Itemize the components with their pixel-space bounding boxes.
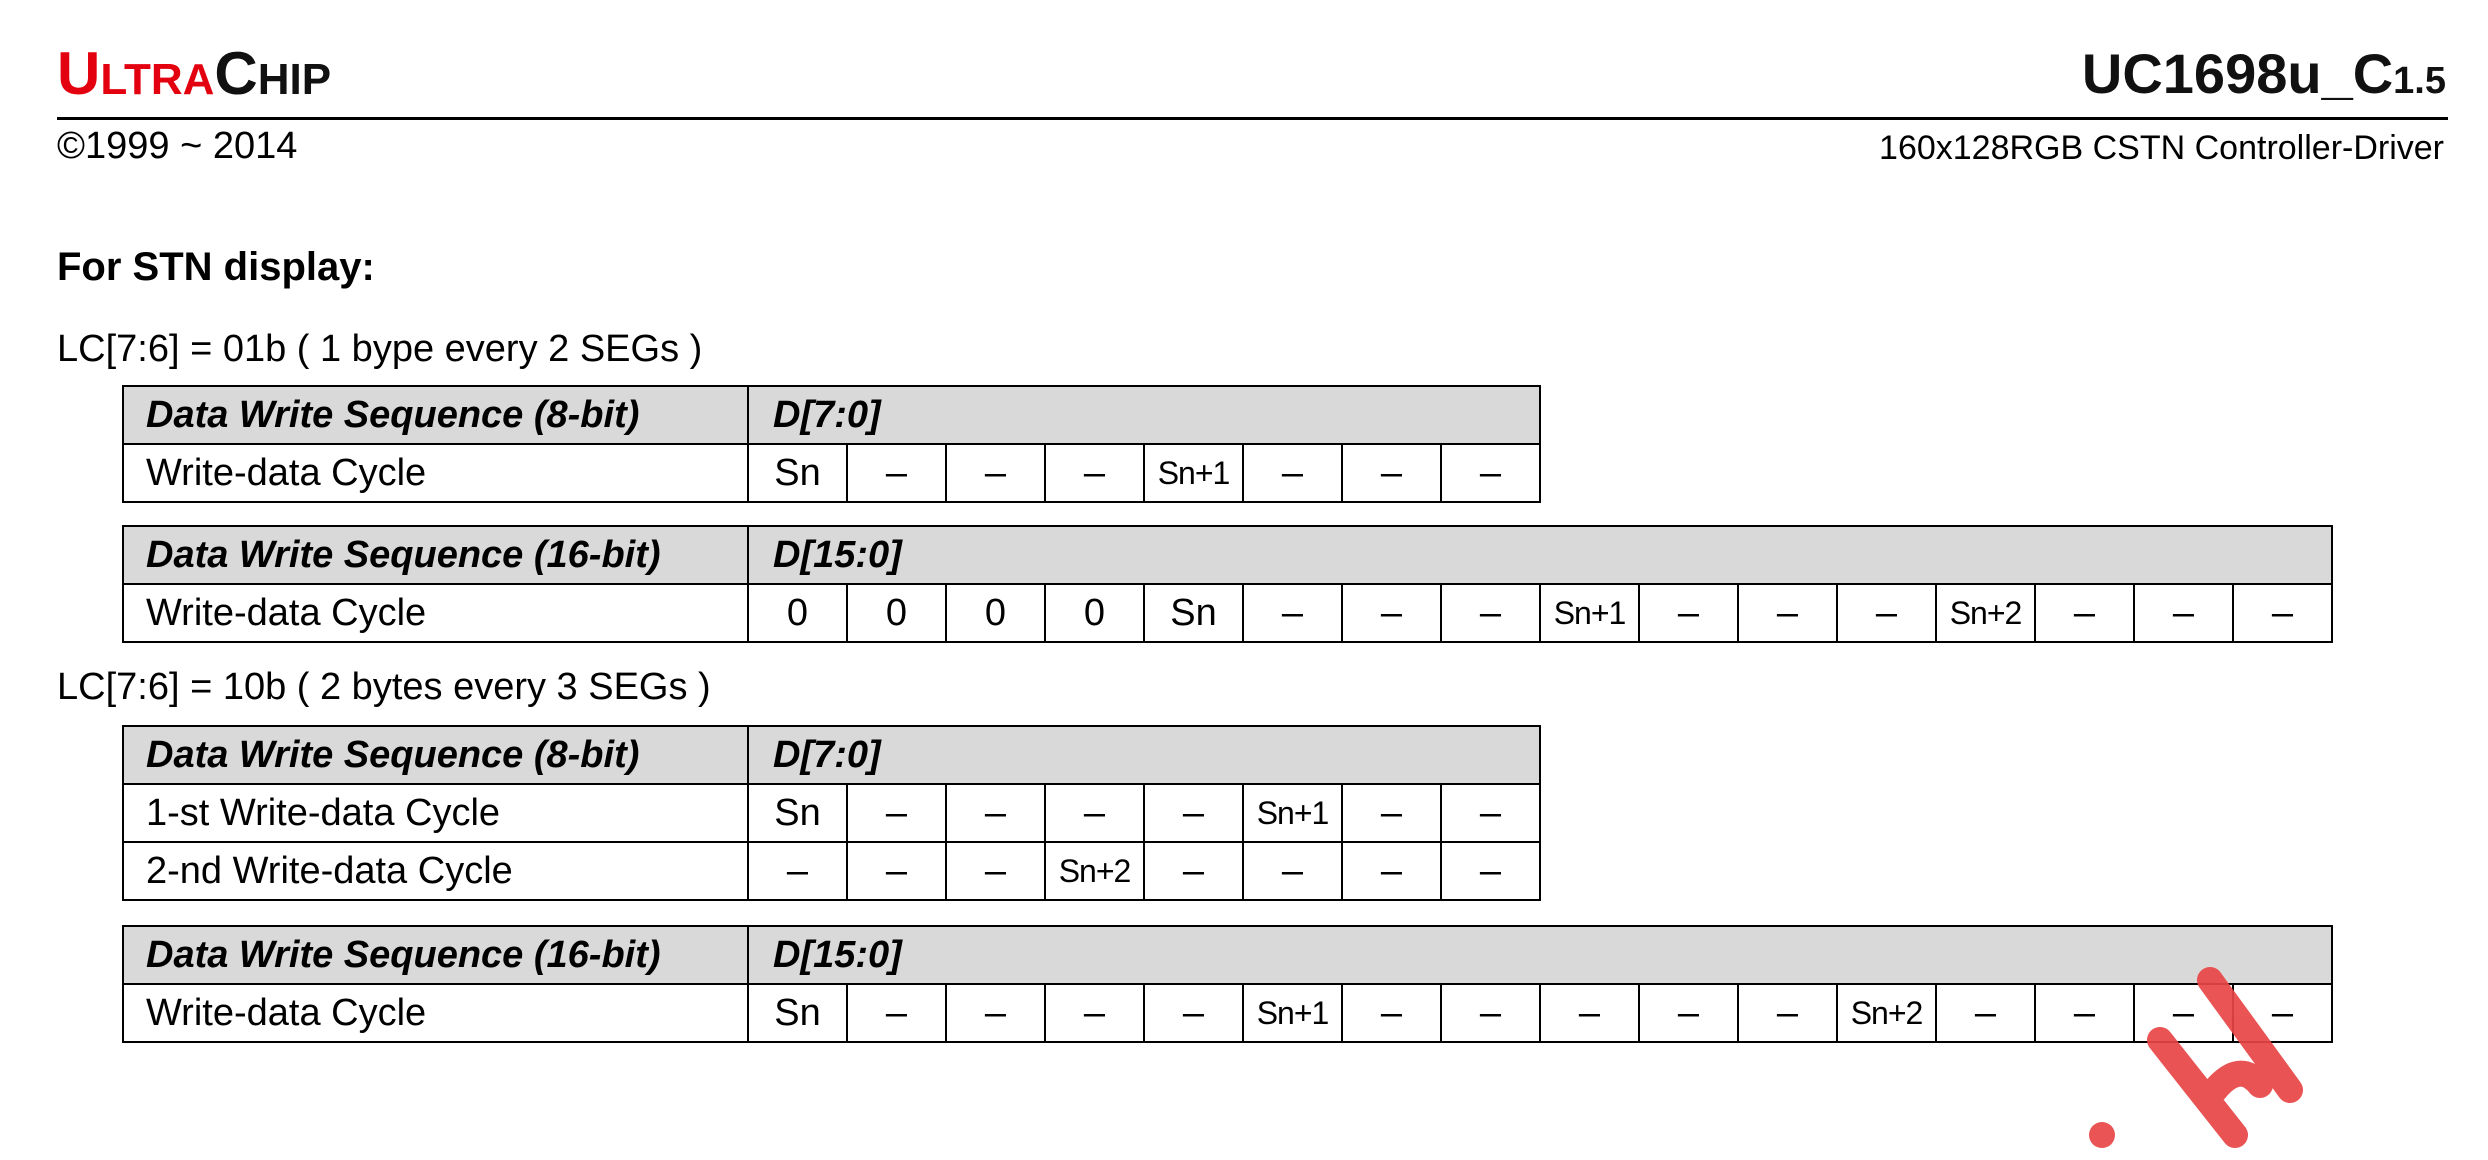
table-header-bits: D[15:0] — [747, 925, 2333, 985]
bit-cell: – — [945, 841, 1046, 901]
table-header-name: Data Write Sequence (16-bit) — [122, 525, 749, 585]
section-title: For STN display: — [57, 245, 375, 289]
table-header-bits: D[7:0] — [747, 385, 1541, 445]
bit-cell: Sn+2 — [1044, 841, 1145, 901]
bit-cell: – — [1242, 583, 1343, 643]
bit-cell: – — [1044, 443, 1145, 503]
bit-cell: – — [1242, 443, 1343, 503]
table-10b-16bit: Data Write Sequence (16-bit) D[15:0] Wri… — [122, 925, 2333, 1043]
bit-cell: – — [1440, 841, 1541, 901]
row-name: Write-data Cycle — [122, 583, 749, 643]
lc-label-01b: LC[7:6] = 01b ( 1 bype every 2 SEGs ) — [57, 328, 703, 370]
doc-subtitle: 160x128RGB CSTN Controller-Driver — [1879, 129, 2444, 167]
bit-cell: Sn — [747, 983, 848, 1043]
bit-cell: Sn+2 — [1836, 983, 1937, 1043]
bit-cell: – — [2232, 583, 2333, 643]
table-row: 2-nd Write-data Cycle – – – Sn+2 – – – – — [122, 841, 1541, 901]
bit-cell: – — [1737, 983, 1838, 1043]
logo-letters-hip: HIP — [257, 55, 332, 104]
bit-cell: 0 — [945, 583, 1046, 643]
bit-cell: 0 — [1044, 583, 1145, 643]
bit-cell: Sn+1 — [1539, 583, 1640, 643]
copyright-text: ©1999 ~ 2014 — [57, 125, 298, 167]
bit-cell: – — [1341, 841, 1442, 901]
table-header-row: Data Write Sequence (8-bit) D[7:0] — [122, 385, 1541, 445]
table-header-row: Data Write Sequence (8-bit) D[7:0] — [122, 725, 1541, 785]
bit-cell: – — [1143, 841, 1244, 901]
table-header-name: Data Write Sequence (8-bit) — [122, 725, 749, 785]
bit-cell: – — [1539, 983, 1640, 1043]
ultrachip-logo: ULTRACHIP — [57, 44, 331, 104]
bit-cell: – — [1341, 583, 1442, 643]
table-header-row: Data Write Sequence (16-bit) D[15:0] — [122, 925, 2333, 985]
bit-cell: – — [2133, 583, 2234, 643]
table-row: Write-data Cycle 0 0 0 0 Sn – – – Sn+1 –… — [122, 583, 2333, 643]
bit-cell: – — [1935, 983, 2036, 1043]
bit-cell: – — [1341, 983, 1442, 1043]
bit-cell: Sn+1 — [1242, 783, 1343, 843]
table-row: 1-st Write-data Cycle Sn – – – – Sn+1 – … — [122, 783, 1541, 843]
row-name: Write-data Cycle — [122, 983, 749, 1043]
bit-cell: – — [846, 983, 947, 1043]
bit-cell: – — [1143, 983, 1244, 1043]
doc-title-main: UC1698u_C — [2081, 42, 2394, 105]
bit-cell: Sn+2 — [1935, 583, 2036, 643]
table-header-bits: D[7:0] — [747, 725, 1541, 785]
bit-cell: – — [1836, 583, 1937, 643]
bit-cell: – — [846, 443, 947, 503]
bit-cell: Sn — [1143, 583, 1244, 643]
bit-cell: Sn+1 — [1143, 443, 1244, 503]
bit-cell: – — [1044, 783, 1145, 843]
bit-cell: – — [1737, 583, 1838, 643]
table-01b-16bit: Data Write Sequence (16-bit) D[15:0] Wri… — [122, 525, 2333, 643]
bit-cell: – — [945, 443, 1046, 503]
row-name: 2-nd Write-data Cycle — [122, 841, 749, 901]
bit-cell: – — [1143, 783, 1244, 843]
bit-cell: – — [1044, 983, 1145, 1043]
bit-cell: – — [1440, 983, 1541, 1043]
logo-letter-c: C — [214, 40, 258, 107]
bit-cell: – — [1440, 783, 1541, 843]
bit-cell: – — [2034, 583, 2135, 643]
bit-cell: Sn+1 — [1242, 983, 1343, 1043]
table-header-name: Data Write Sequence (8-bit) — [122, 385, 749, 445]
table-header-row: Data Write Sequence (16-bit) D[15:0] — [122, 525, 2333, 585]
bit-cell: – — [1638, 583, 1739, 643]
row-name: Write-data Cycle — [122, 443, 749, 503]
bit-cell: – — [2232, 983, 2333, 1043]
bit-cell: – — [2034, 983, 2135, 1043]
logo-letter-u: U — [57, 40, 101, 107]
doc-title: UC1698u_C1.5 — [2082, 46, 2446, 102]
bit-cell: – — [846, 783, 947, 843]
bit-cell: – — [1341, 783, 1442, 843]
bit-cell: – — [1440, 443, 1541, 503]
bit-cell: – — [945, 783, 1046, 843]
bit-cell: – — [945, 983, 1046, 1043]
table-10b-8bit: Data Write Sequence (8-bit) D[7:0] 1-st … — [122, 725, 1541, 901]
logo-letters-ltra: LTRA — [100, 55, 215, 104]
bit-cell: – — [1341, 443, 1442, 503]
bit-cell: – — [1440, 583, 1541, 643]
table-row: Write-data Cycle Sn – – – – Sn+1 – – – –… — [122, 983, 2333, 1043]
bit-cell: – — [846, 841, 947, 901]
table-header-bits: D[15:0] — [747, 525, 2333, 585]
table-row: Write-data Cycle Sn – – – Sn+1 – – – — [122, 443, 1541, 503]
doc-title-version: 1.5 — [2393, 60, 2446, 102]
table-header-name: Data Write Sequence (16-bit) — [122, 925, 749, 985]
header-divider — [57, 117, 2448, 120]
bit-cell: – — [2133, 983, 2234, 1043]
bit-cell: Sn — [747, 783, 848, 843]
bit-cell: – — [1242, 841, 1343, 901]
bit-cell: 0 — [747, 583, 848, 643]
table-01b-8bit: Data Write Sequence (8-bit) D[7:0] Write… — [122, 385, 1541, 503]
row-name: 1-st Write-data Cycle — [122, 783, 749, 843]
bit-cell: 0 — [846, 583, 947, 643]
bit-cell: – — [747, 841, 848, 901]
bit-cell: Sn — [747, 443, 848, 503]
lc-label-10b: LC[7:6] = 10b ( 2 bytes every 3 SEGs ) — [57, 666, 711, 708]
bit-cell: – — [1638, 983, 1739, 1043]
